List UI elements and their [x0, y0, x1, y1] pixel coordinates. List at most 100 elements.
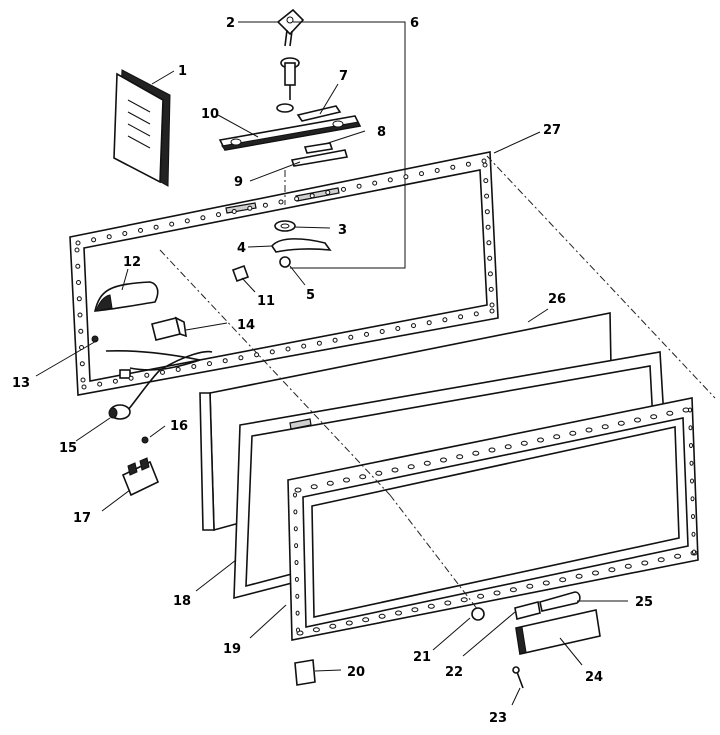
frame-hole: [77, 312, 83, 318]
callout-22: 22: [445, 665, 463, 680]
liner-hole: [310, 484, 318, 490]
liner-hole: [294, 487, 302, 493]
callout-3: 3: [338, 223, 347, 238]
liner-hole: [423, 460, 431, 466]
frame-hole: [247, 205, 253, 211]
frame-hole: [153, 224, 159, 230]
liner-hole: [493, 590, 501, 596]
frame-hole: [309, 193, 315, 199]
liner-hole: [634, 417, 641, 423]
callout-21: 21: [413, 650, 431, 665]
frame-hole: [395, 326, 401, 331]
frame-hole: [269, 349, 275, 355]
frame-hole: [169, 221, 175, 227]
frame-hole: [184, 218, 190, 224]
callout-8: 8: [377, 125, 386, 140]
frame-hole: [356, 183, 362, 189]
liner-hole: [312, 627, 320, 633]
frame-hole: [75, 240, 81, 246]
liner-hole: [359, 474, 367, 480]
liner-hole: [537, 437, 544, 443]
liner-hole: [650, 414, 658, 420]
frame-hole: [332, 337, 338, 343]
part-15-lamp-socket: [108, 404, 131, 420]
part-1-label-panel: [113, 69, 171, 187]
callout-12: 12: [123, 255, 141, 270]
callout-27: 27: [543, 123, 561, 138]
part-2-key: [276, 8, 305, 47]
liner-hole: [526, 583, 534, 589]
part-25-lamp: [539, 591, 581, 612]
liner-hole: [326, 480, 334, 486]
liner-hole: [294, 543, 299, 549]
frame-hole: [379, 329, 385, 334]
liner-hole: [295, 610, 300, 616]
liner-hole: [608, 567, 616, 573]
frame-hole: [458, 314, 464, 320]
part-16-screw: [141, 436, 149, 444]
callout-11: 11: [257, 294, 275, 309]
frame-hole: [160, 369, 165, 375]
frame-hole: [262, 202, 268, 208]
callout-4: 4: [237, 241, 246, 256]
liner-hole: [617, 420, 625, 426]
frame-hole: [294, 196, 300, 202]
part-11-clip: [231, 264, 250, 283]
callout-15: 15: [59, 441, 77, 456]
callout-18: 18: [173, 594, 191, 609]
frame-hole: [80, 377, 86, 383]
frame-hole: [74, 247, 80, 253]
liner-hole: [559, 577, 567, 583]
frame-hole: [487, 255, 493, 261]
callout-20: 20: [347, 665, 365, 680]
frame-hole: [489, 308, 495, 314]
callout-19: 19: [223, 642, 241, 657]
liner-hole: [395, 610, 402, 616]
liner-hole: [641, 560, 649, 566]
frame-hole: [191, 364, 197, 369]
liner-hole: [488, 447, 496, 453]
frame-hole: [484, 209, 490, 215]
liner-hole: [295, 593, 300, 599]
liner-hole: [427, 603, 435, 609]
liner-hole: [345, 620, 353, 626]
frame-hole: [76, 296, 82, 302]
liner-hole: [553, 434, 561, 440]
liner-hole: [520, 440, 528, 446]
liner-hole: [294, 576, 299, 582]
lock-cylinder: [276, 57, 300, 113]
frame-hole: [488, 286, 494, 292]
wiring-harness: [105, 349, 213, 411]
liner-hole: [329, 623, 337, 629]
frame-hole: [465, 161, 471, 167]
frame-hole: [403, 174, 409, 180]
callout-25: 25: [635, 595, 653, 610]
callout-14: 14: [237, 318, 255, 333]
callout-16: 16: [170, 419, 188, 434]
liner-hole: [378, 613, 386, 619]
frame-hole: [325, 190, 331, 195]
frame-hole: [387, 177, 393, 183]
frame-hole: [254, 352, 260, 358]
part-8-catch: [303, 142, 334, 154]
liner-hole: [509, 587, 517, 593]
frame-hole: [411, 323, 416, 329]
frame-hole: [364, 331, 369, 337]
frame-hole: [78, 328, 84, 334]
frame-hole: [144, 372, 150, 378]
liner-hole: [391, 467, 399, 473]
leader-lines: [35, 21, 628, 706]
frame-hole: [91, 237, 97, 243]
callout-7: 7: [339, 69, 348, 84]
liner-hole: [375, 470, 383, 476]
frame-hole: [484, 193, 490, 199]
frame-hole: [128, 375, 134, 381]
frame-hole: [207, 361, 212, 367]
frame-hole: [81, 384, 87, 390]
frame-hole: [481, 158, 487, 164]
frame-hole: [348, 334, 354, 340]
part-14-switch: [151, 316, 187, 341]
part-17-switch: [121, 457, 160, 497]
frame-hole: [97, 381, 103, 387]
callout-26: 26: [548, 292, 566, 307]
